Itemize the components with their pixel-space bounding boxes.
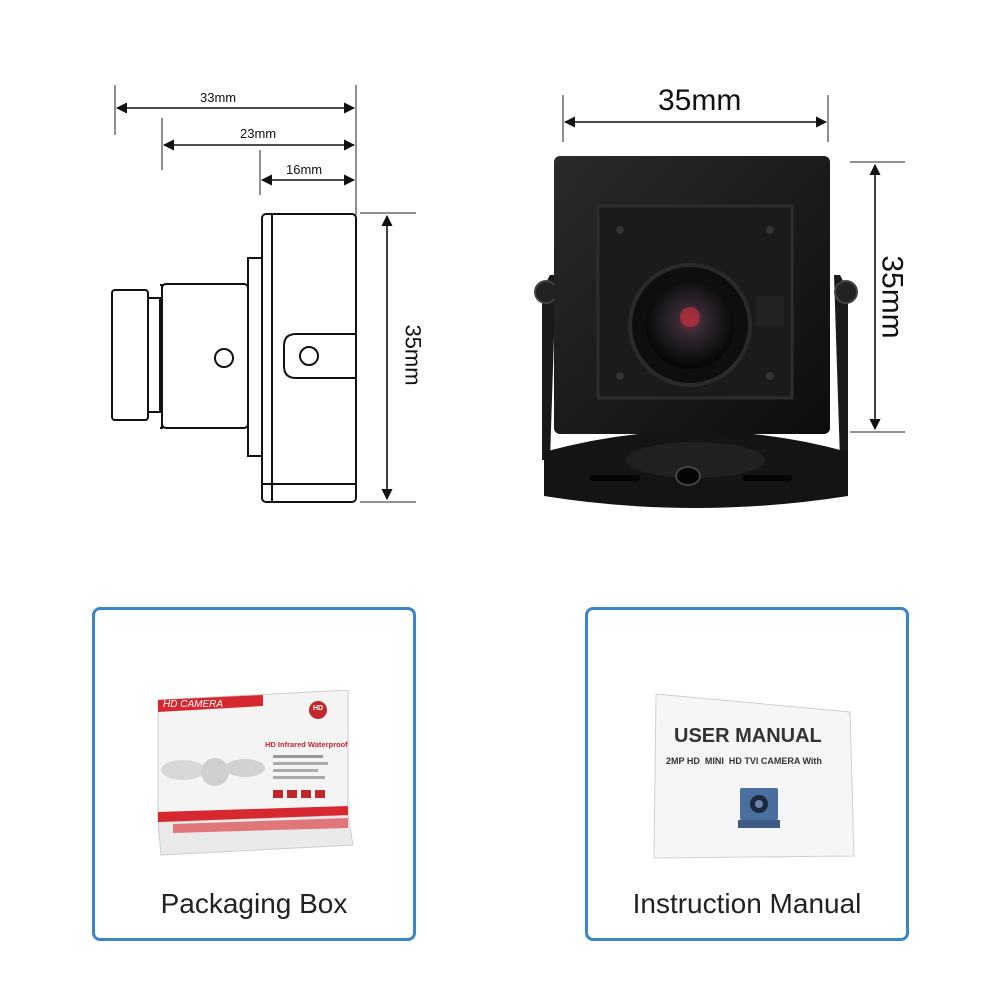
packaging-box-svg [157,689,354,856]
instruction-manual-card: USER MANUAL 2MP HD MINI HD TVI CAMERA Wi… [585,607,909,941]
manual-svg [653,693,855,859]
side-view-svg [111,85,416,503]
manual-image: USER MANUAL 2MP HD MINI HD TVI CAMERA Wi… [650,690,860,860]
camera-photo: 35mm 35mm [520,80,920,520]
dim-height-label: 35mm [400,324,426,386]
photo-height-label: 35mm [875,255,909,339]
box-badge-text: HD [313,705,324,712]
dim-23-label: 23mm [240,126,277,141]
manual-camera-thumb [738,788,780,828]
side-view-drawing: 33mm 23mm 16mm 35mm [100,80,440,520]
manual-title: USER MANUAL [674,725,822,747]
packaging-box-image: HD CAMERA HD HD Infrared Waterproof [153,689,363,860]
camera-side-outline [111,213,357,503]
box-subtitle-text: HD Infrared Waterproof [265,740,348,749]
box-brand-text: HD CAMERA [163,699,224,710]
photo-width-label: 35mm [658,84,742,117]
packaging-box-caption: Packaging Box [160,888,348,919]
camera-photo-svg [534,95,905,508]
manual-subtitle: 2MP HD MINI HD TVI CAMERA With [666,756,822,766]
instruction-manual-caption: Instruction Manual [632,888,862,919]
packaging-box-card: HD CAMERA HD HD Infrared Waterproof Pack… [92,607,416,941]
dim-33-label: 33mm [200,90,237,105]
dim-16-label: 16mm [286,162,323,177]
